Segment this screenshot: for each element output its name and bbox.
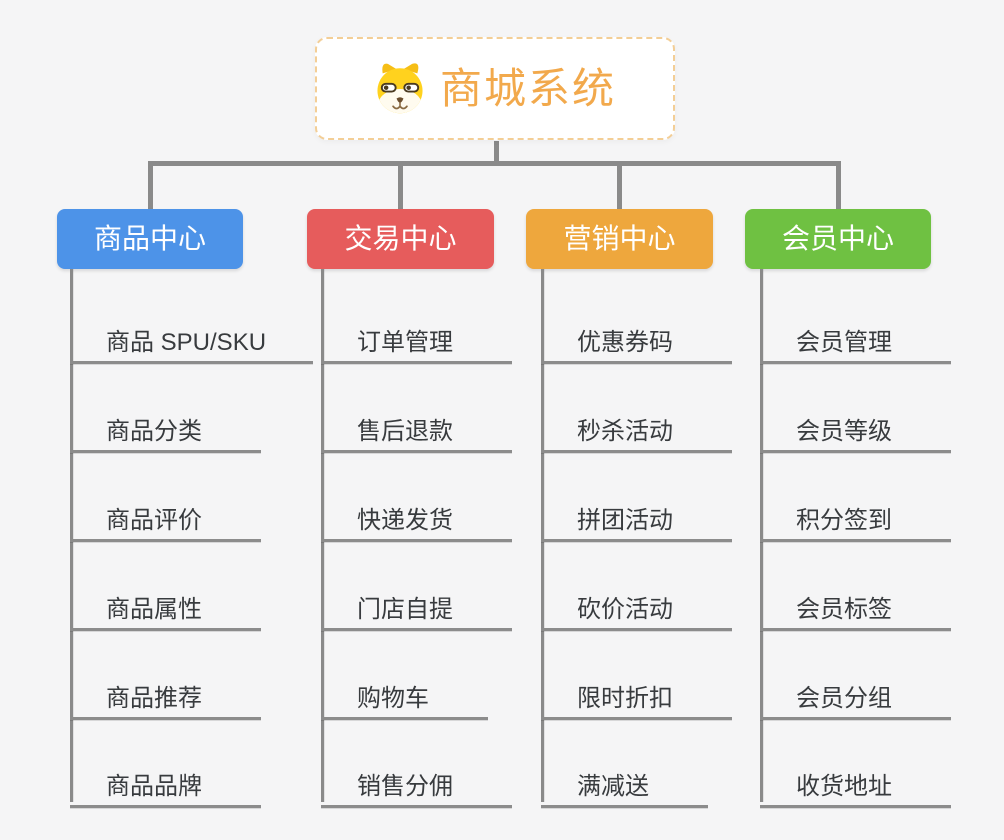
leaf-node[interactable]: 秒杀活动 xyxy=(541,400,732,453)
branch-node-marketing-center[interactable]: 营销中心 xyxy=(526,209,713,269)
connector-rail xyxy=(148,161,841,166)
connector-leaf-spine xyxy=(541,269,544,802)
connector-leaf-spine xyxy=(70,269,73,802)
leaf-node[interactable]: 商品分类 xyxy=(70,400,261,453)
leaf-node[interactable]: 购物车 xyxy=(321,667,488,720)
leaf-node[interactable]: 优惠券码 xyxy=(541,311,732,364)
leaf-node[interactable]: 会员标签 xyxy=(760,578,951,631)
leaf-node[interactable]: 商品 SPU/SKU xyxy=(70,311,313,364)
connector-branch-stem xyxy=(148,161,153,209)
leaf-node[interactable]: 商品属性 xyxy=(70,578,261,631)
connector-leaf-spine xyxy=(321,269,324,802)
leaf-node[interactable]: 商品品牌 xyxy=(70,755,261,808)
leaf-node[interactable]: 拼团活动 xyxy=(541,489,732,542)
connector-root-stem xyxy=(494,141,499,166)
branch-node-member-center[interactable]: 会员中心 xyxy=(745,209,931,269)
leaf-node[interactable]: 售后退款 xyxy=(321,400,512,453)
root-title: 商城系统 xyxy=(439,64,616,112)
leaf-node[interactable]: 门店自提 xyxy=(321,578,512,631)
leaf-node[interactable]: 快递发货 xyxy=(321,489,512,542)
leaf-node[interactable]: 会员等级 xyxy=(760,400,951,453)
leaf-node[interactable]: 销售分佣 xyxy=(321,755,512,808)
leaf-node[interactable]: 积分签到 xyxy=(760,489,951,542)
dog-face-icon xyxy=(377,62,423,113)
leaf-node[interactable]: 会员分组 xyxy=(760,667,951,720)
leaf-node[interactable]: 满减送 xyxy=(541,755,708,808)
connector-branch-stem xyxy=(617,161,622,209)
connector-branch-stem xyxy=(398,161,403,209)
leaf-node[interactable]: 收货地址 xyxy=(760,755,951,808)
leaf-node[interactable]: 商品评价 xyxy=(70,489,261,542)
connector-leaf-spine xyxy=(760,269,763,802)
leaf-node[interactable]: 会员管理 xyxy=(760,311,951,364)
branch-node-trade-center[interactable]: 交易中心 xyxy=(307,209,494,269)
leaf-node[interactable]: 砍价活动 xyxy=(541,578,732,631)
branch-node-product-center[interactable]: 商品中心 xyxy=(57,209,243,269)
connector-branch-stem xyxy=(836,161,841,209)
root-node[interactable]: 商城系统 xyxy=(315,37,675,140)
leaf-node[interactable]: 订单管理 xyxy=(321,311,512,364)
leaf-node[interactable]: 限时折扣 xyxy=(541,667,732,720)
leaf-node[interactable]: 商品推荐 xyxy=(70,667,261,720)
